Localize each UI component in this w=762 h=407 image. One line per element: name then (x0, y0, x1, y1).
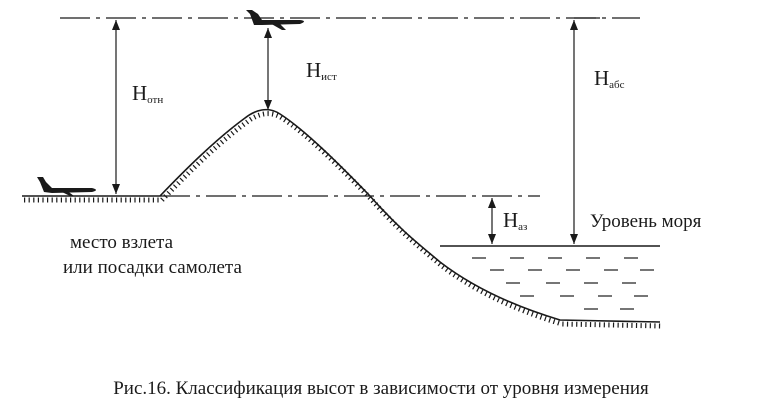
true-height-label: Hист (306, 58, 337, 83)
takeoff-label-line2: или посадки самолета (63, 257, 242, 278)
airplane-on-ground-icon (37, 177, 96, 196)
takeoff-label-line1: место взлета (70, 232, 174, 253)
sea-level-label: Уровень моря (590, 211, 702, 232)
relative-height-label: Hотн (132, 81, 163, 106)
terrain-profile (22, 108, 661, 323)
airfield-height-arrow (488, 198, 496, 244)
airfield-height-label: Hаз (503, 208, 527, 233)
airplane-in-flight-icon (246, 10, 304, 30)
terrain-hatching (24, 111, 663, 329)
water-dashes (472, 257, 654, 310)
true-height-arrow (264, 28, 272, 110)
absolute-height-arrow (570, 17, 600, 244)
relative-height-arrow (112, 20, 120, 194)
figure-caption: Рис.16. Классификация высот в зависимост… (113, 378, 649, 399)
absolute-height-label: Hабс (594, 66, 625, 91)
